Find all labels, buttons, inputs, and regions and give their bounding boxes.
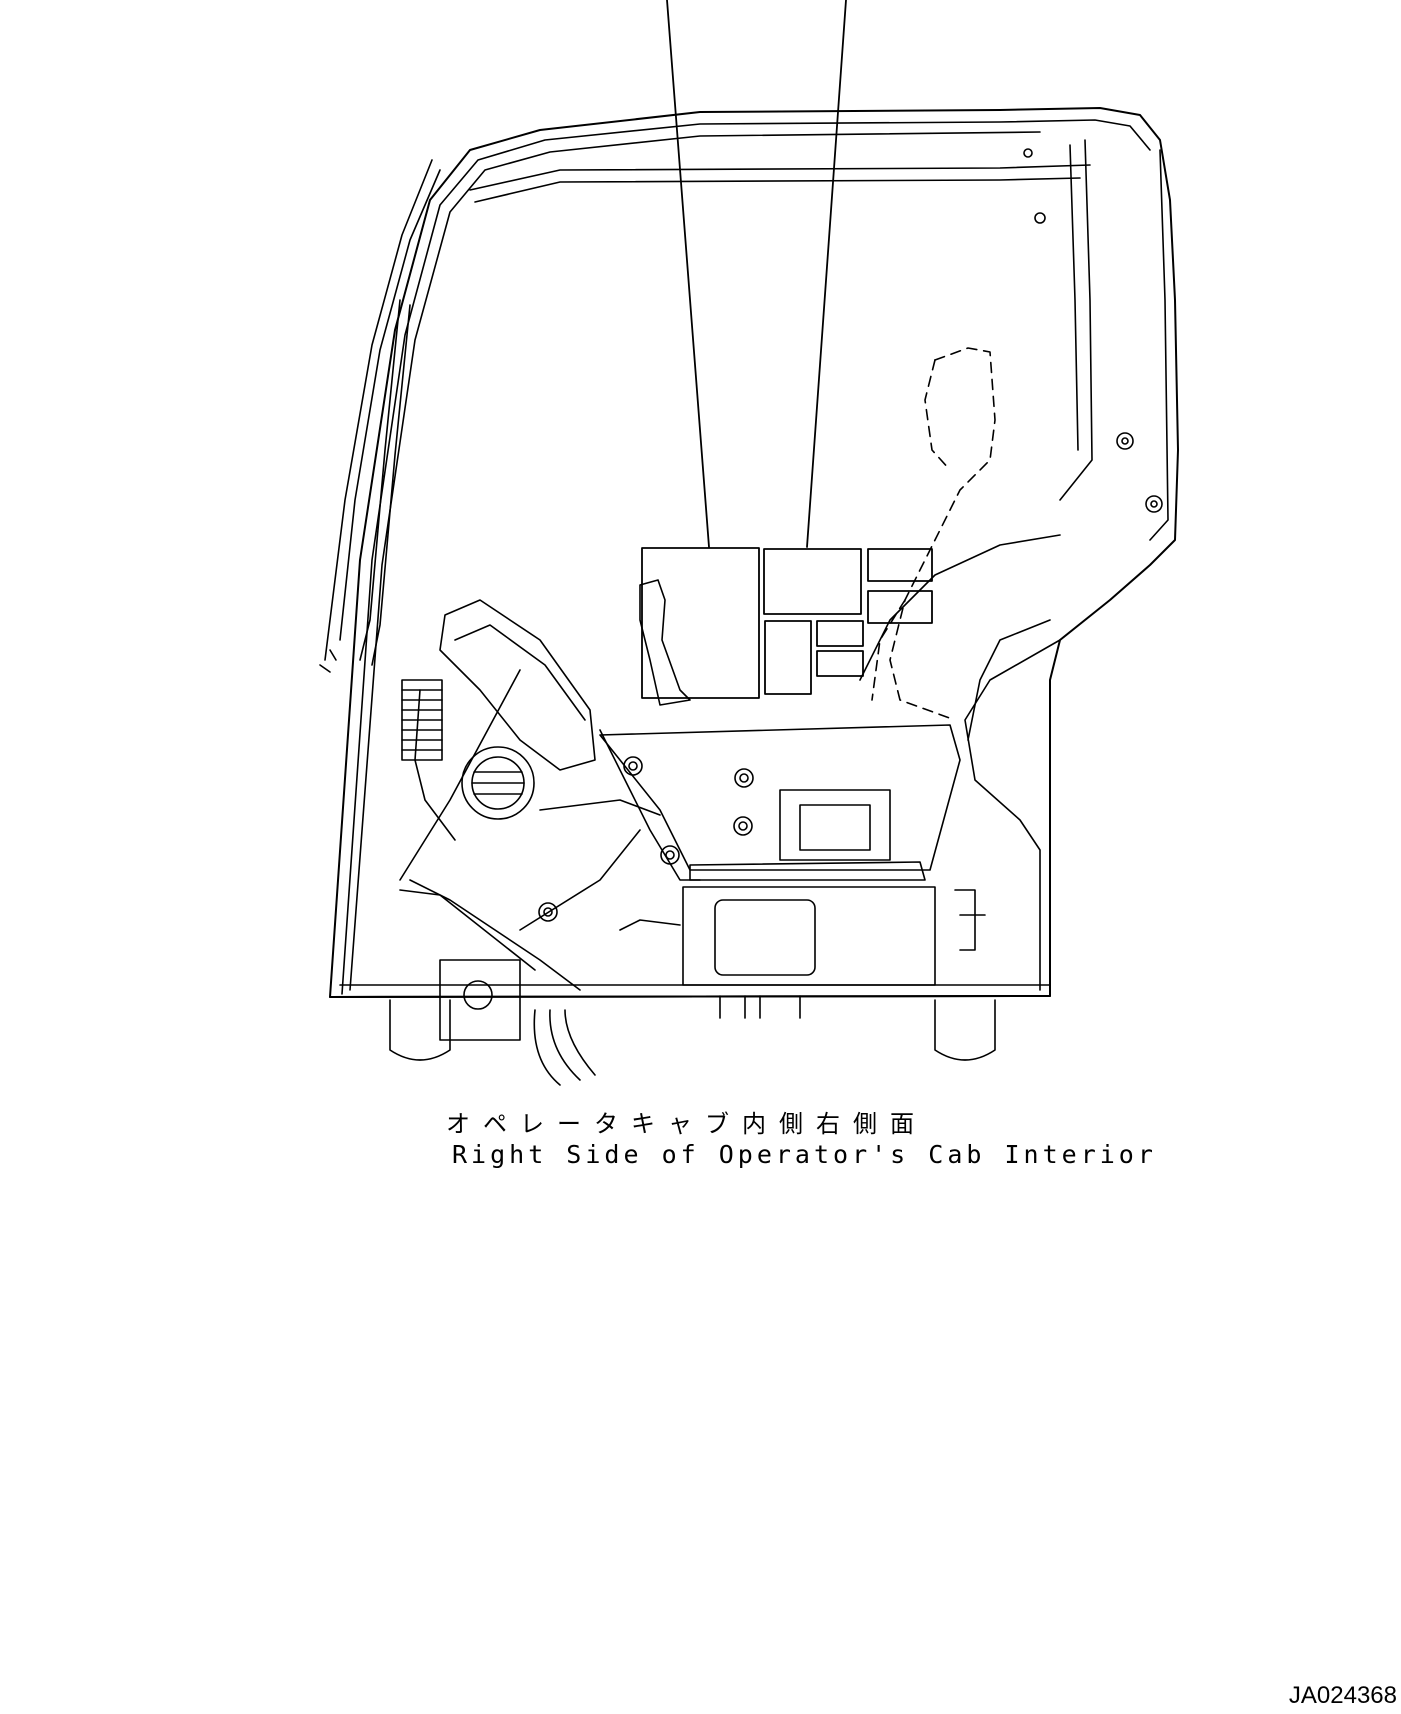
seat-belt-line <box>859 534 1061 681</box>
drawing-number: JA024368 <box>1288 1682 1397 1709</box>
fasteners <box>538 148 1163 922</box>
caption-japanese: オペレータキャブ内側右側面 <box>446 1110 927 1138</box>
label-small-2 <box>867 590 933 624</box>
label-small-5 <box>816 650 864 677</box>
label-panel-upper-right <box>763 548 862 615</box>
control-console <box>399 579 701 991</box>
leader-lines <box>666 0 847 548</box>
operator-seat <box>871 347 996 721</box>
label-panel-left <box>641 547 760 699</box>
under-seat-boxes <box>599 724 961 986</box>
label-small-3 <box>764 620 812 695</box>
label-panels <box>641 547 933 699</box>
caption-english: Right Side of Operator's Cab Interior <box>452 1140 1157 1169</box>
base-mounts <box>389 889 996 1086</box>
cab-frame <box>319 107 1179 998</box>
label-small-1 <box>867 548 933 582</box>
label-small-4 <box>816 620 864 647</box>
